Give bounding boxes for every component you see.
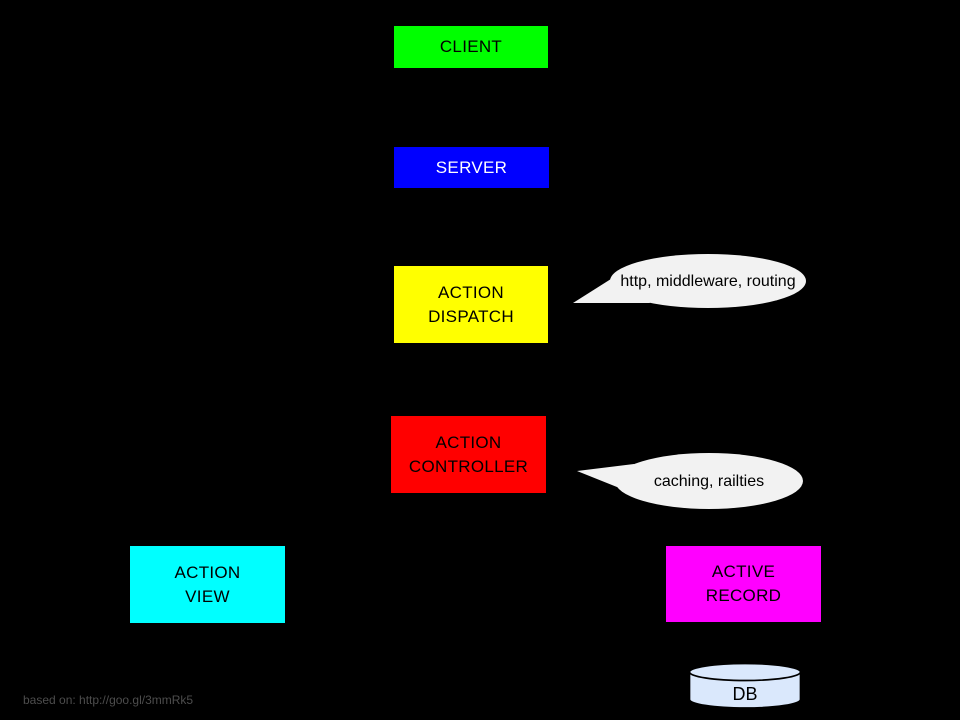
- node-client: CLIENT: [393, 25, 549, 69]
- node-action-dispatch-label-line1: ACTION: [437, 282, 505, 302]
- node-action-dispatch: ACTION DISPATCH: [393, 265, 549, 344]
- node-db-label: DB: [732, 684, 757, 704]
- node-action-view: ACTION VIEW: [129, 545, 286, 624]
- node-db: DB: [688, 662, 802, 709]
- node-action-controller-label-line1: ACTION: [435, 432, 502, 452]
- callout-dispatch-note: http, middleware, routing: [573, 254, 806, 308]
- speech-bubble: [610, 254, 806, 308]
- node-action-controller-label-line2: CONTROLLER: [408, 456, 529, 476]
- node-action-dispatch-label-line2: DISPATCH: [428, 306, 514, 326]
- node-action-controller: ACTION CONTROLLER: [390, 415, 547, 494]
- callout-controller-note-text: caching, railties: [654, 473, 764, 490]
- node-action-view-label-line2: VIEW: [185, 586, 230, 606]
- speech-bubble: [615, 453, 803, 509]
- node-server-label: SERVER: [435, 157, 508, 177]
- callout-controller-note: caching, railties: [577, 453, 803, 509]
- node-active-record-label-line1: ACTIVE: [711, 562, 776, 581]
- db-cylinder-body: [688, 672, 802, 709]
- node-action-view-label-line1: ACTION: [174, 562, 241, 582]
- db-cylinder-top: [688, 662, 802, 682]
- callout-dispatch-note-text: http, middleware, routing: [620, 273, 795, 290]
- credit-text: based on: http://goo.gl/3mmRk5: [23, 693, 194, 707]
- node-active-record: ACTIVE RECORD: [665, 545, 822, 623]
- node-active-record-label-line2: RECORD: [705, 586, 782, 605]
- node-server: SERVER: [393, 146, 550, 189]
- node-client-label: CLIENT: [439, 37, 503, 56]
